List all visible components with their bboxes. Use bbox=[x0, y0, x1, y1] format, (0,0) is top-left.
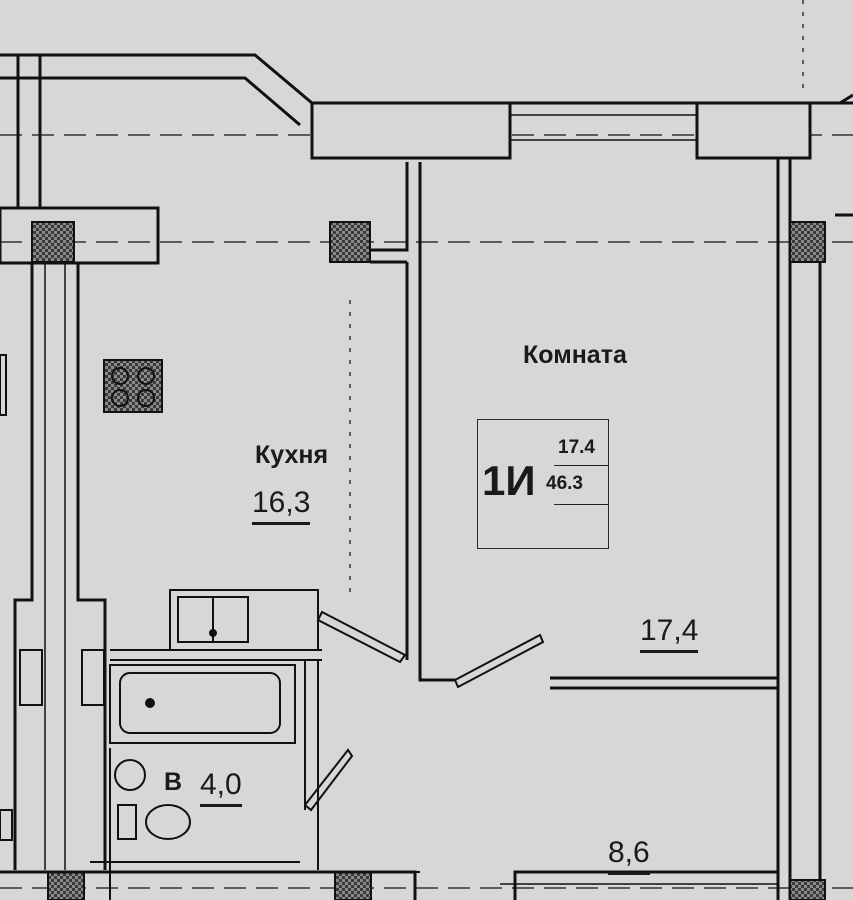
bottom-wall bbox=[0, 870, 778, 900]
stove bbox=[103, 359, 163, 413]
partition-wall bbox=[370, 162, 778, 690]
living-area: 17.4 bbox=[558, 437, 595, 458]
badge-divider bbox=[554, 465, 608, 466]
bathroom-fixtures bbox=[90, 660, 420, 900]
badge-underline bbox=[554, 504, 608, 505]
bathroom-letter: В bbox=[164, 768, 183, 796]
top-wall bbox=[0, 53, 853, 160]
apartment-type: 1И bbox=[482, 457, 536, 504]
kitchen-counter bbox=[110, 589, 322, 661]
hall-area: 8,6 bbox=[608, 838, 650, 875]
room-area: 17,4 bbox=[640, 616, 699, 653]
left-shaft bbox=[0, 55, 160, 870]
kitchen-name: Кухня bbox=[255, 441, 329, 469]
right-wall bbox=[776, 158, 853, 900]
kitchen-area: 16,3 bbox=[252, 488, 311, 525]
hatched-columns bbox=[31, 221, 826, 900]
total-area: 46.3 bbox=[546, 473, 583, 494]
doors bbox=[303, 610, 545, 812]
apartment-type-badge: 1И 17.4 46.3 bbox=[477, 419, 609, 549]
room-name: Комната bbox=[523, 341, 627, 369]
left-edge-details bbox=[0, 354, 105, 841]
bathroom-area: 4,0 bbox=[200, 770, 242, 807]
